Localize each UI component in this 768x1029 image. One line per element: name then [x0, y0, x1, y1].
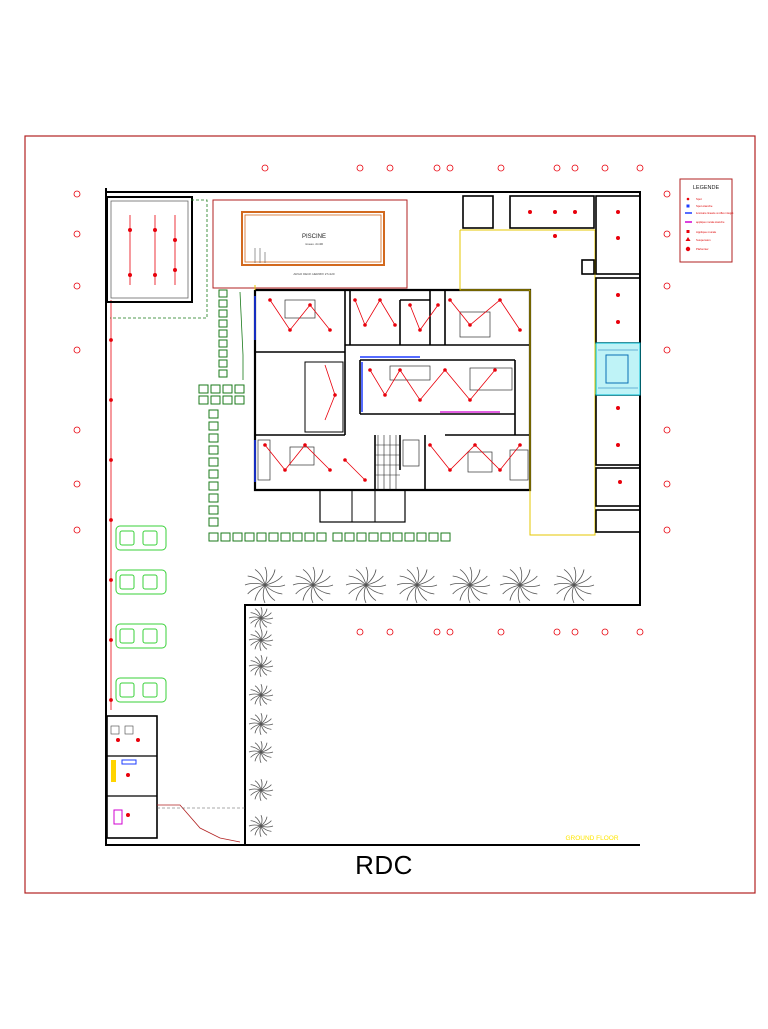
legend-item-4: Applique murale	[696, 230, 717, 234]
legend-item-1: Spot étanche	[696, 204, 713, 208]
palm-tree	[345, 566, 387, 604]
palm-tree	[396, 566, 438, 604]
perimeter-lighting-left	[109, 300, 113, 710]
palm-tree	[553, 566, 595, 604]
legend-item-0: Spot	[696, 197, 702, 201]
pool-deck-label: ARGO DECK HERMIX 27x120	[293, 272, 335, 276]
hedge-blocks	[198, 289, 245, 527]
grid-bubbles-right	[663, 190, 671, 534]
legend-item-5: Suspension	[696, 238, 711, 242]
right-wing-lights	[528, 210, 622, 484]
legend-spot-etanche-symbol	[686, 204, 690, 208]
main-house	[253, 288, 532, 523]
palm-tree	[248, 713, 274, 735]
legend-title: LEGENDE	[693, 185, 720, 191]
hedge-outline	[239, 291, 244, 380]
palm-tree	[248, 684, 274, 706]
palm-tree	[248, 741, 274, 763]
palm-trees	[244, 566, 595, 837]
legend-item-3: applique murale étanche	[696, 220, 725, 224]
legend-plafonnier-symbol	[685, 246, 691, 252]
palm-tree	[499, 566, 541, 604]
grid-bubbles-top	[261, 164, 644, 172]
legend-applique-murale-symbol	[686, 230, 690, 233]
pergola-room	[106, 196, 208, 319]
pool-level-label: niveau -0m90	[305, 242, 324, 246]
spot-points	[263, 298, 522, 482]
guard-house	[106, 715, 245, 843]
grid-bubbles-bottom	[356, 628, 644, 636]
legend-item-6: Plafonnier	[696, 247, 709, 251]
legend-box: LEGENDE Spot Spot étanche luminaire line…	[679, 178, 734, 263]
palm-tree	[244, 566, 286, 604]
terrace-outline	[254, 229, 596, 536]
palm-tree	[248, 629, 274, 651]
palm-tree	[248, 779, 274, 801]
legend-suspension-symbol	[685, 237, 691, 241]
sheet-border	[24, 135, 756, 894]
site-boundary	[105, 188, 641, 846]
legend-spot-symbol	[686, 197, 690, 201]
pool-area: PISCINE niveau -0m90 ARGO DECK HERMIX 27…	[212, 199, 408, 289]
stair-core	[595, 342, 641, 396]
palm-tree	[248, 655, 274, 677]
palm-tree	[248, 607, 274, 629]
grid-bubbles-left	[73, 190, 81, 534]
hedge-row-bottom	[208, 532, 451, 542]
palm-tree	[292, 566, 334, 604]
palm-tree	[248, 815, 274, 837]
pool-label: PISCINE	[302, 234, 326, 240]
legend-item-2: luminaire lineaire à réflex intégré	[696, 211, 734, 215]
parking-cars	[115, 525, 167, 703]
palm-tree	[449, 566, 491, 604]
sheet-title: RDC	[355, 850, 413, 880]
right-wing	[462, 195, 641, 533]
floor-label: GROUND FLOOR	[565, 835, 618, 842]
